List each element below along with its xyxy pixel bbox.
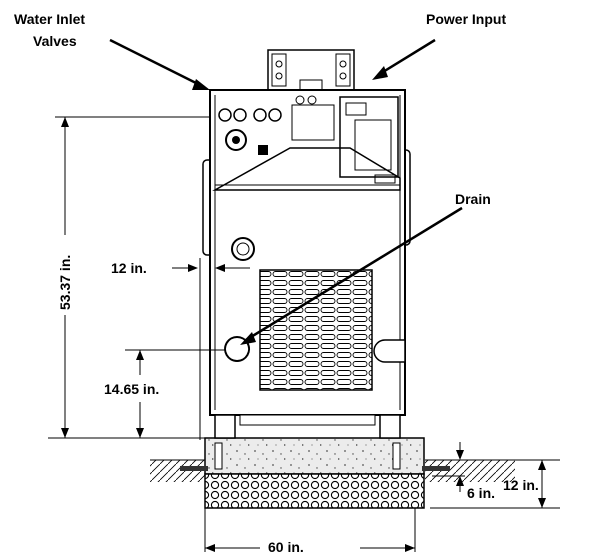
depth-12-label: 12 in. [503, 477, 539, 493]
machine-cabinet [202, 49, 411, 439]
depth-6-label: 6 in. [467, 485, 495, 501]
concrete-pad [180, 437, 450, 475]
water-inlet-label-1: Water Inlet [14, 11, 85, 27]
water-inlet-label-2: Valves [33, 33, 77, 49]
power-box [291, 95, 399, 184]
gravel-bed [204, 473, 425, 509]
drain-label: Drain [455, 191, 491, 207]
valve-cluster [218, 108, 282, 155]
height-total-label: 53.37 in. [57, 255, 73, 310]
dimension-lines [48, 116, 560, 552]
drain-height-label: 14.65 in. [104, 381, 159, 397]
width-60-label: 60 in. [268, 539, 304, 555]
drain-offset-label: 12 in. [111, 260, 147, 276]
leader-arrows [109, 38, 463, 345]
power-input-label: Power Input [426, 11, 506, 27]
